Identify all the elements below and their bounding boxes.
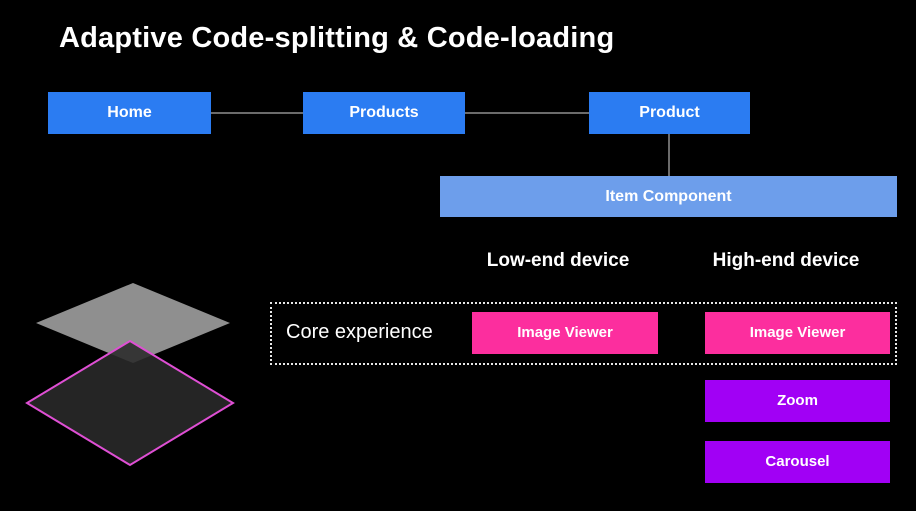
route-node-product: Product xyxy=(589,92,750,134)
core-experience-label: Core experience xyxy=(286,321,433,343)
item-component-node: Item Component xyxy=(440,176,897,217)
route-node-products: Products xyxy=(303,92,465,134)
module-image-viewer-high-end: Image Viewer xyxy=(705,312,890,354)
module-zoom: Zoom xyxy=(705,380,890,422)
column-header-low-end: Low-end device xyxy=(486,250,630,271)
connector-home-products xyxy=(211,112,303,114)
module-carousel: Carousel xyxy=(705,441,890,483)
slide-title: Adaptive Code-splitting & Code-loading xyxy=(59,22,615,54)
magenta-layer-diamond xyxy=(25,339,235,467)
layered-diamonds-illustration xyxy=(25,283,235,467)
connector-products-product xyxy=(465,112,589,114)
gray-layer-diamond xyxy=(36,283,230,363)
module-image-viewer-low-end: Image Viewer xyxy=(472,312,658,354)
route-node-home: Home xyxy=(48,92,211,134)
core-experience-group xyxy=(270,302,897,365)
connector-product-item-component xyxy=(668,134,670,176)
column-header-high-end: High-end device xyxy=(712,250,860,271)
